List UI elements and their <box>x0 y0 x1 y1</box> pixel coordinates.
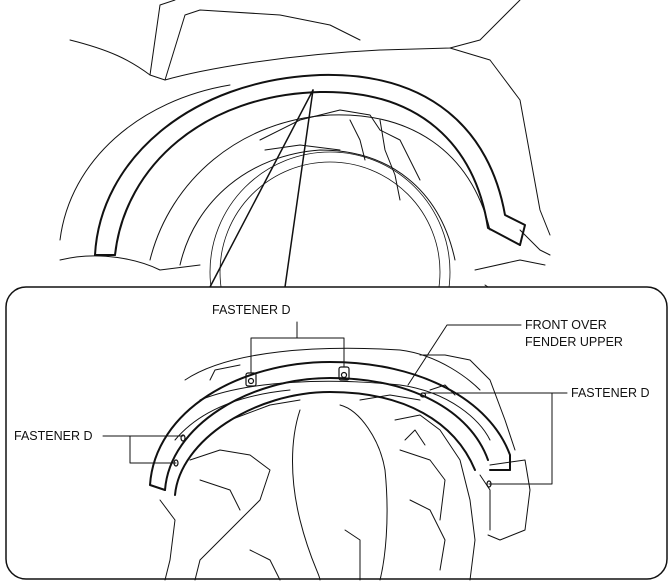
over-fender-detail <box>149 361 511 496</box>
callout-lines <box>209 89 314 288</box>
detail-frame <box>5 286 668 580</box>
label-front-over-fender-upper-line2: FENDER UPPER <box>525 335 623 349</box>
label-fastener-d-left: FASTENER D <box>14 429 93 443</box>
label-front-over-fender-upper-line1: FRONT OVER <box>525 318 607 332</box>
label-fastener-d-right: FASTENER D <box>571 386 650 400</box>
label-fastener-d-top: FASTENER D <box>212 303 291 317</box>
over-fender-overview <box>94 73 526 256</box>
leader-lines <box>102 321 568 485</box>
detail-view <box>149 347 531 581</box>
